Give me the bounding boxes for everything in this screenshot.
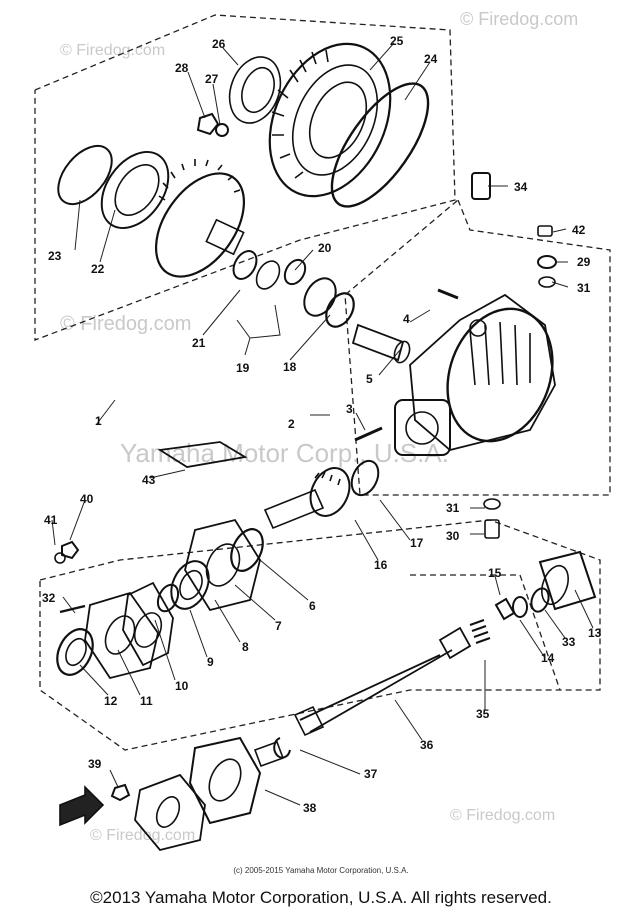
small-copyright: (c) 2005-2015 Yamaha Motor Corporation, … xyxy=(233,866,409,875)
label-11: 11 xyxy=(140,694,153,708)
outline-joint-group xyxy=(410,574,561,691)
label-16: 16 xyxy=(374,558,388,572)
label-7: 7 xyxy=(275,619,282,633)
label-31b: 31 xyxy=(446,501,460,515)
label-28: 28 xyxy=(175,61,189,75)
label-42: 42 xyxy=(572,223,586,237)
outline-housing-group xyxy=(344,199,611,496)
watermark-top-right: © Firedog.com xyxy=(460,9,578,29)
flange-part-11 xyxy=(84,591,159,680)
small-parts-29-31-42 xyxy=(537,225,557,288)
coupling-part-13 xyxy=(538,550,597,611)
label-5: 5 xyxy=(366,372,373,386)
label-1: 1 xyxy=(95,414,102,428)
label-24: 24 xyxy=(424,52,438,66)
retainer-plate-part-7 xyxy=(184,518,261,612)
bolt-part-32 xyxy=(59,604,86,614)
part-number-labels: 1 2 3 4 5 6 7 8 9 10 11 12 13 14 15 16 1… xyxy=(42,34,602,815)
label-34: 34 xyxy=(514,180,528,194)
seal-part-12 xyxy=(56,628,94,676)
shim-part-23 xyxy=(57,144,113,206)
label-6: 6 xyxy=(309,599,316,613)
label-3: 3 xyxy=(346,402,353,416)
label-41: 41 xyxy=(44,513,58,527)
label-15: 15 xyxy=(488,566,502,580)
label-35: 35 xyxy=(476,707,490,721)
shaft-parts-18-21 xyxy=(232,250,355,328)
label-31a: 31 xyxy=(577,281,591,295)
spring-part-35 xyxy=(469,619,491,644)
label-9: 9 xyxy=(207,655,214,669)
copyright-footer: ©2013 Yamaha Motor Corporation, U.S.A. A… xyxy=(90,888,552,907)
label-20: 20 xyxy=(318,241,332,255)
label-25: 25 xyxy=(390,34,404,48)
label-26: 26 xyxy=(212,37,226,51)
nut-washer-parts-27-28 xyxy=(196,112,229,137)
label-30: 30 xyxy=(446,529,460,543)
label-14: 14 xyxy=(541,651,555,665)
sleeve-part-5 xyxy=(351,323,411,364)
label-13: 13 xyxy=(588,626,602,640)
label-43: 43 xyxy=(142,473,156,487)
gasket-part-43 xyxy=(157,441,248,468)
label-8: 8 xyxy=(242,640,249,654)
label-17: 17 xyxy=(410,536,424,550)
parts xyxy=(54,42,597,852)
watermark-top-left: © Firedog.com xyxy=(60,42,165,59)
plug-part-34 xyxy=(471,172,491,200)
label-10: 10 xyxy=(175,679,189,693)
label-37: 37 xyxy=(364,767,378,781)
oil-seal-part-26 xyxy=(228,56,282,124)
nuts-parts-40-41 xyxy=(54,540,80,564)
ring-gear xyxy=(154,159,246,278)
label-40: 40 xyxy=(80,492,94,506)
leader-lines xyxy=(51,42,594,806)
bearing-housing-part-25 xyxy=(268,42,392,198)
stud-part-3 xyxy=(354,426,383,442)
label-4: 4 xyxy=(403,312,410,326)
o-ring-part-24 xyxy=(330,82,430,208)
label-38: 38 xyxy=(303,801,317,815)
label-12: 12 xyxy=(104,694,118,708)
stud-part-4 xyxy=(437,288,459,300)
watermark-mid-left: © Firedog.com xyxy=(60,313,191,335)
label-32: 32 xyxy=(42,591,56,605)
watermark-bottom-right: © Firedog.com xyxy=(450,807,555,824)
label-33: 33 xyxy=(562,635,576,649)
group-outlines xyxy=(34,14,611,751)
forward-arrow-icon xyxy=(59,785,105,827)
label-2: 2 xyxy=(288,417,295,431)
small-parts-14-15-33 xyxy=(494,587,550,621)
pinion-gear-parts-16-17 xyxy=(263,459,380,530)
label-23: 23 xyxy=(48,249,62,263)
o-ring-part-6 xyxy=(230,528,264,572)
outline-ring-gear-group xyxy=(34,14,456,341)
watermark-center: Yamaha Motor Corp., U.S.A. xyxy=(120,438,449,468)
label-22: 22 xyxy=(91,262,105,276)
label-21: 21 xyxy=(192,336,206,350)
label-29: 29 xyxy=(577,255,591,269)
universal-joint-part-38 xyxy=(188,736,285,825)
label-27: 27 xyxy=(205,72,219,86)
watermark-bottom-left: © Firedog.com xyxy=(90,827,195,844)
circlip-part-37 xyxy=(273,737,291,759)
label-19: 19 xyxy=(236,361,250,375)
bearing-part-22 xyxy=(100,151,170,229)
watermarks: © Firedog.com © Firedog.com © Firedog.co… xyxy=(60,9,578,844)
outline-shaft-group xyxy=(39,519,601,751)
label-18: 18 xyxy=(283,360,297,374)
drive-shaft-part-36 xyxy=(293,626,472,737)
label-36: 36 xyxy=(420,738,434,752)
label-39: 39 xyxy=(88,757,102,771)
bearing-housing-part-10 xyxy=(122,581,174,667)
gear-case-part-2 xyxy=(394,293,556,456)
bolt-part-39 xyxy=(110,783,131,802)
drain-bolt-parts-30-31 xyxy=(483,498,501,539)
output-flange xyxy=(134,773,206,852)
bearing-part-8 xyxy=(170,560,210,610)
